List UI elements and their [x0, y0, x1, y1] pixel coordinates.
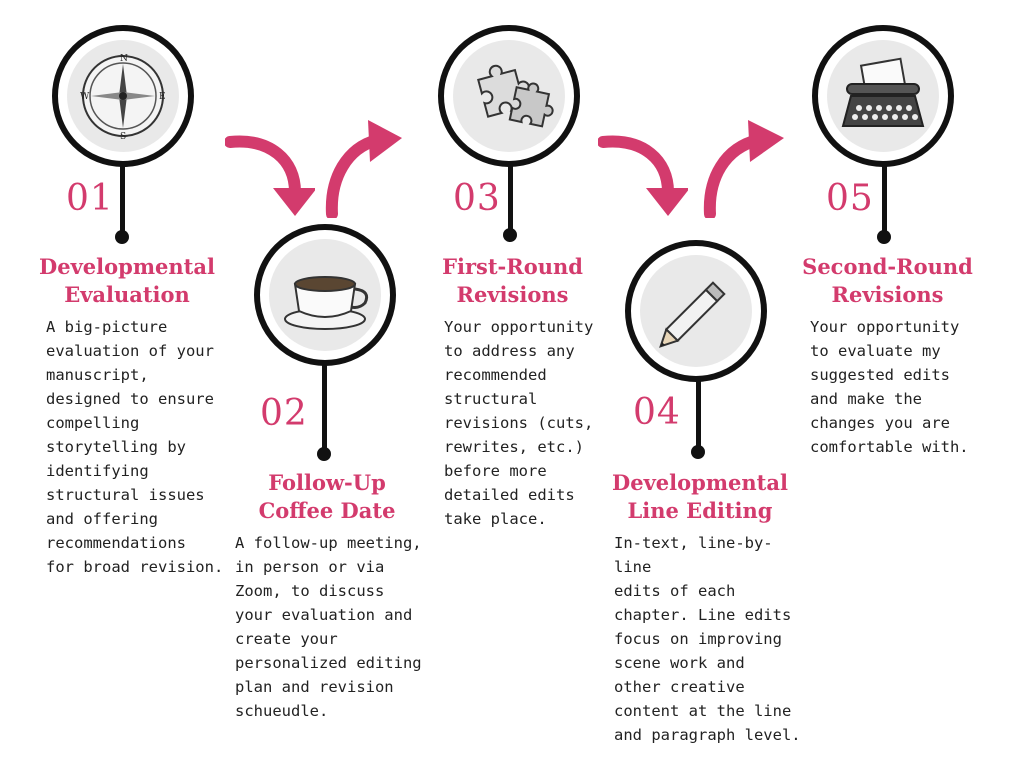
svg-text:E: E [159, 92, 166, 102]
svg-text:W: W [80, 92, 90, 102]
step-5-number: 05 [826, 178, 874, 219]
puzzle-pieces-icon [477, 64, 554, 128]
arrow-down-2 [598, 135, 688, 216]
step-3-description: Your opportunity to address any recommen… [444, 318, 594, 528]
step-2-description: A follow-up meeting, in person or via Zo… [235, 534, 422, 720]
step-3-circle [438, 25, 580, 167]
step-4-number: 04 [633, 392, 681, 433]
step-4-dot [691, 445, 705, 459]
step-1-dot [115, 230, 129, 244]
step-3-number: 03 [453, 178, 501, 219]
arrow-down-1 [225, 135, 315, 216]
step-4-circle [625, 240, 767, 382]
step-3-title: First-Round Revisions [442, 254, 583, 307]
compass-icon: N S W E [80, 54, 166, 142]
step-5-title: Second-Round Revisions [802, 254, 973, 307]
step-4-description: In-text, line-by-line edits of each chap… [614, 534, 801, 744]
arrow-up-2 [703, 120, 784, 218]
coffee-cup-icon [284, 276, 369, 330]
step-5-dot [877, 230, 891, 244]
step-1-description: A big-picture evaluation of your manuscr… [46, 318, 224, 576]
step-1-number: 01 [66, 178, 114, 219]
svg-text:N: N [120, 54, 128, 64]
step-5-description: Your opportunity to evaluate my suggeste… [810, 318, 969, 456]
step-2-number: 02 [260, 393, 308, 434]
step-4-title: Developmental Line Editing [612, 470, 788, 523]
step-2-circle [254, 224, 396, 366]
step-1-title: Developmental Evaluation [39, 254, 215, 307]
step-3-dot [503, 228, 517, 242]
step-1-stem [120, 165, 125, 235]
typewriter-icon [841, 57, 925, 127]
step-3-stem [508, 165, 513, 235]
step-1-circle: N S W E [52, 25, 194, 167]
step-4-stem [696, 380, 701, 450]
step-5-circle [812, 25, 954, 167]
arrow-up-1 [325, 120, 402, 218]
step-5-stem [882, 165, 887, 235]
step-2-dot [317, 447, 331, 461]
step-2-title: Follow-Up Coffee Date [258, 470, 396, 523]
step-2-stem [322, 364, 327, 456]
svg-text:S: S [120, 132, 126, 142]
pencil-icon [659, 281, 726, 348]
